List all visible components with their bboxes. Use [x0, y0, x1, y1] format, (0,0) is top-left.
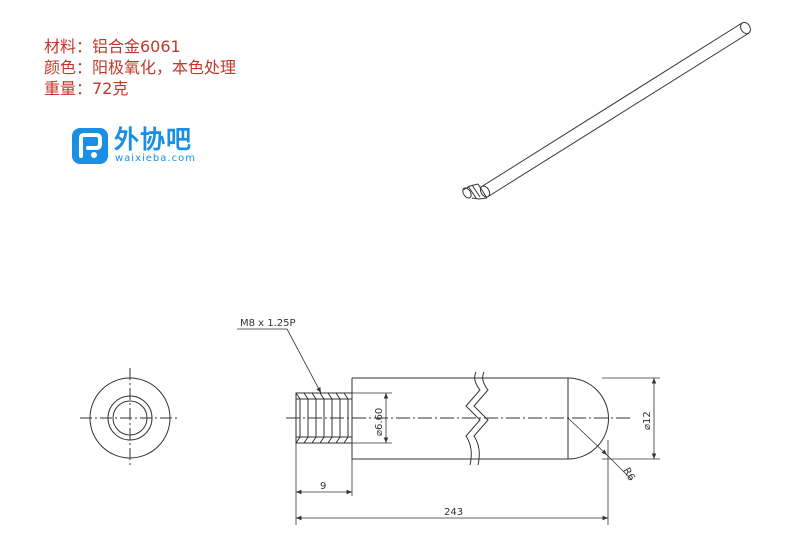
- logo-name: 外协吧: [114, 125, 193, 154]
- break-line: [465, 371, 481, 466]
- spec-color: 颜色：阳极氧化，本色处理: [44, 58, 237, 77]
- thread-length-label: 9: [320, 481, 326, 492]
- spec-material: 材料：铝合金6061: [44, 37, 181, 56]
- dimensions: [237, 328, 660, 525]
- thread-callout-label: M8 x 1.25P: [240, 318, 296, 329]
- logo-icon: [72, 128, 108, 164]
- end-view: [80, 368, 180, 468]
- side-view: [286, 371, 630, 466]
- radius-label: R6: [620, 466, 636, 483]
- inner-diameter-label: ⌀6.60: [374, 408, 385, 436]
- total-length-label: 243: [444, 507, 463, 518]
- rod-3d-view: [462, 21, 751, 200]
- outer-diameter-label: ⌀12: [642, 411, 653, 430]
- brand-logo: 外协吧 waixieba.com: [70, 122, 220, 172]
- material-specs: 材料：铝合金6061 颜色：阳极氧化，本色处理 重量：72克: [44, 36, 236, 99]
- spec-weight: 重量：72克: [44, 79, 129, 98]
- logo-url: waixieba.com: [115, 153, 196, 164]
- break-line: [473, 371, 489, 466]
